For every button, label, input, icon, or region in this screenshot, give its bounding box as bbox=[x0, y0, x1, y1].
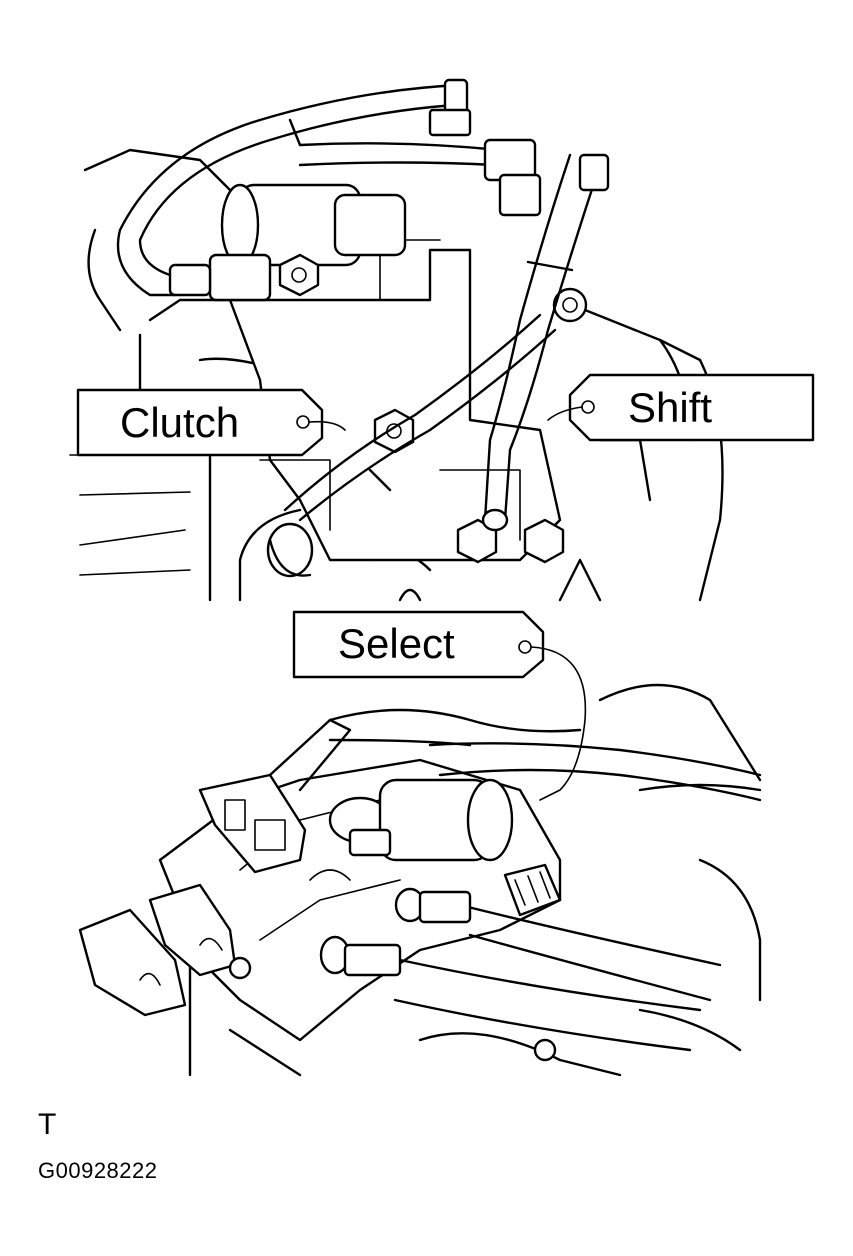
figure-code: G00928222 bbox=[38, 1158, 158, 1183]
connector-icon bbox=[198, 718, 352, 874]
view-code: T bbox=[38, 1108, 57, 1141]
bolt-icon bbox=[373, 408, 415, 454]
connector-icon bbox=[503, 863, 562, 917]
clutch-tag: Clutch bbox=[76, 388, 346, 457]
hose-coupling-icon bbox=[319, 935, 402, 977]
clutch-label: Clutch bbox=[120, 399, 239, 446]
bolt-icon bbox=[523, 518, 565, 564]
lower-actuator-view: Select bbox=[78, 610, 762, 1077]
bolt-icon bbox=[278, 253, 320, 297]
bolt-icon bbox=[456, 518, 498, 564]
shift-tag: Shift bbox=[547, 373, 815, 442]
select-label: Select bbox=[338, 620, 455, 667]
connector-icon bbox=[78, 908, 187, 1017]
shift-label: Shift bbox=[628, 384, 712, 431]
select-tag: Select bbox=[292, 610, 587, 801]
hose-coupling-icon bbox=[394, 887, 472, 924]
bolt-icon bbox=[552, 287, 588, 323]
upper-actuator-view: Clutch Shift bbox=[69, 78, 815, 602]
